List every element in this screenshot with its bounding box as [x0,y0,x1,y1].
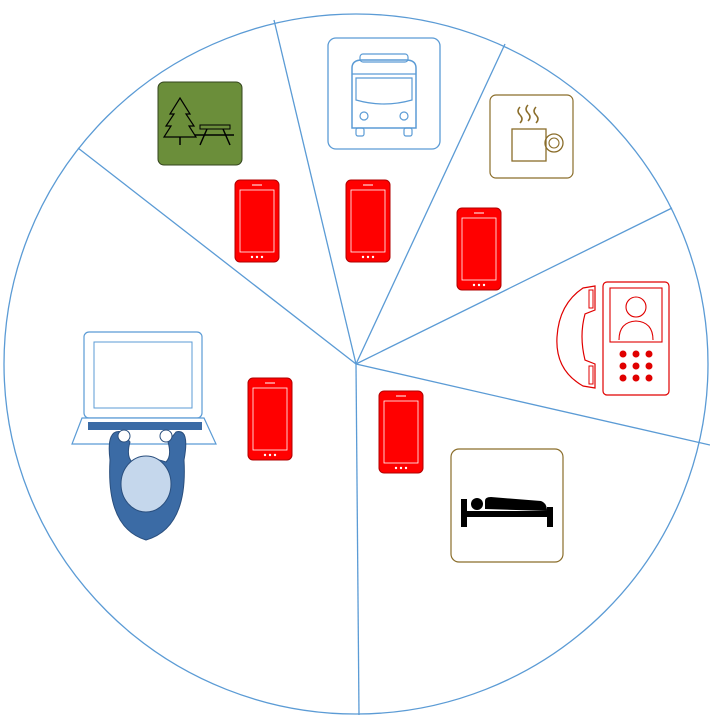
divider-line [355,207,673,365]
coffee-cup-icon [489,94,574,179]
divider-line [355,363,360,715]
outer-circle [3,13,709,715]
smartphone-icon [234,179,280,263]
divider-line [273,19,357,365]
video-phone-icon [556,281,670,396]
divider-line [77,147,357,365]
smartphone-icon [456,207,502,291]
park-picnic-icon [157,81,243,166]
divider-line [355,363,710,446]
bus-icon [327,37,441,150]
bed-icon [450,448,564,563]
smartphone-icon [247,377,293,461]
pie-segments [3,13,710,715]
smartphone-icon [345,179,391,263]
smartphone-icon [378,390,424,474]
laptop-user-icon [71,331,217,541]
divider-line [355,43,506,365]
